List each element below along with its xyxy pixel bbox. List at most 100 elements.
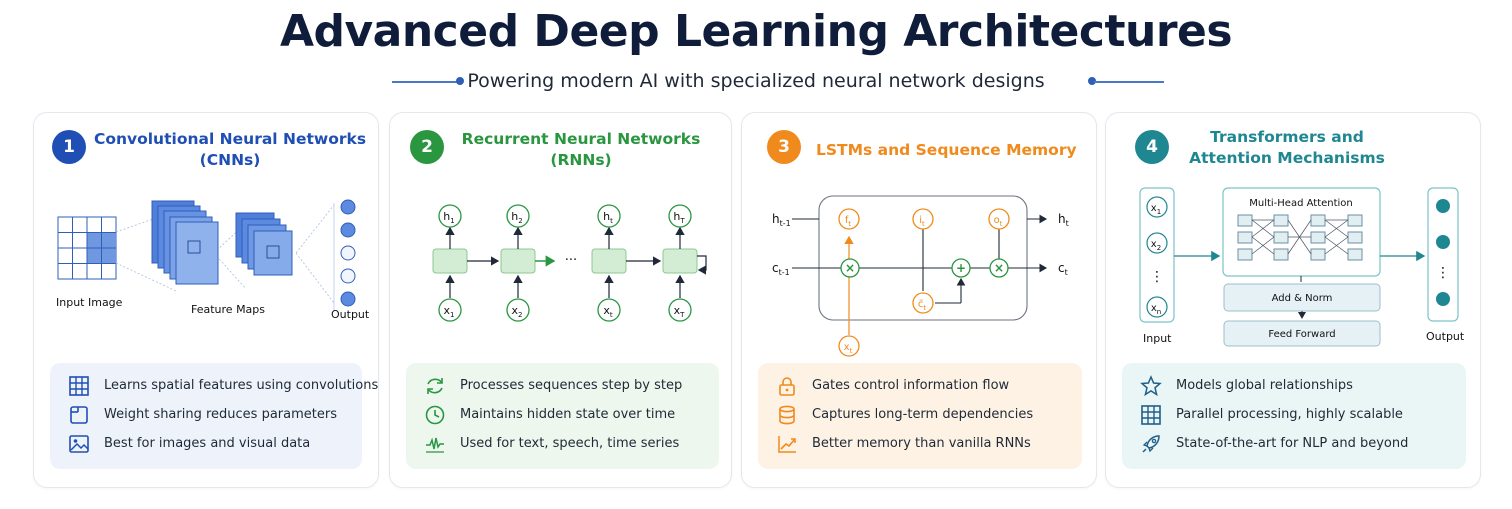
output-label: Output bbox=[331, 308, 370, 321]
output-nodes bbox=[333, 199, 356, 311]
database-icon bbox=[779, 405, 795, 425]
subtitle-left-dot bbox=[456, 77, 464, 85]
input-label-t: xt bbox=[603, 304, 613, 319]
input-image-label: Input Image bbox=[56, 296, 123, 309]
hidden-label-1: h1 bbox=[443, 210, 454, 225]
hidden-label-2: h2 bbox=[511, 210, 522, 225]
input-label: Input bbox=[1143, 332, 1172, 345]
card-title: Convolutional Neural Networks (CNNs) bbox=[93, 130, 367, 169]
svg-text:xt: xt bbox=[844, 342, 853, 355]
hidden-label-t: ht bbox=[603, 210, 613, 225]
svg-text:Multi-Head Attention: Multi-Head Attention bbox=[1249, 198, 1353, 209]
output-gate bbox=[988, 208, 1010, 230]
multiply-op bbox=[840, 258, 860, 278]
input-x-node bbox=[838, 335, 860, 357]
waveform-icon bbox=[426, 437, 444, 453]
lstm-diagram: × + × ft it ot c̃t xt ht-1 ct-1 ht ct bbox=[772, 195, 1069, 357]
svg-text:Add & Norm: Add & Norm bbox=[1272, 293, 1333, 304]
grid-icon bbox=[69, 376, 89, 396]
svg-text:x2: x2 bbox=[1151, 239, 1161, 252]
rocket-icon bbox=[1142, 435, 1160, 453]
page-title: Advanced Deep Learning Architectures bbox=[279, 6, 1233, 57]
feature-list: Learns spatial features using convolutio… bbox=[50, 363, 378, 469]
card-rnn: 2 Recurrent Neural Networks (RNNs) bbox=[389, 112, 732, 488]
feature-map-stack-1 bbox=[151, 200, 219, 285]
svg-text:x1: x1 bbox=[1151, 203, 1161, 216]
svg-text:⋮: ⋮ bbox=[1436, 265, 1450, 281]
rnn-cell bbox=[662, 248, 698, 274]
card-title: LSTMs and Sequence Memory bbox=[816, 141, 1077, 159]
card-transformer: 4 Transformers and Attention Mechanisms … bbox=[1105, 112, 1481, 488]
input-label-T: xT bbox=[674, 304, 686, 319]
hidden-label-T: hT bbox=[673, 210, 685, 225]
output-label: Output bbox=[1426, 330, 1465, 343]
input-token-column bbox=[1139, 187, 1175, 323]
output-token-column bbox=[1427, 187, 1459, 322]
feature-list: Gates control information flow Captures … bbox=[758, 363, 1082, 469]
input-node bbox=[668, 298, 692, 322]
svg-text:ht: ht bbox=[1058, 212, 1069, 228]
star-icon bbox=[1140, 375, 1162, 397]
subtitle-row: Powering modern AI with specialized neur… bbox=[0, 68, 1512, 96]
svg-text:+: + bbox=[956, 261, 966, 275]
subtitle-left-line bbox=[392, 81, 458, 83]
refresh-icon bbox=[427, 378, 443, 394]
input-image-grid bbox=[57, 216, 117, 280]
svg-text:×: × bbox=[994, 261, 1004, 275]
rnn-cell bbox=[432, 248, 468, 274]
hidden-state-node bbox=[506, 204, 530, 228]
input-label-2: x2 bbox=[512, 304, 523, 319]
card-number-badge: 2 bbox=[410, 130, 444, 164]
card-title: Transformers and Attention Mechanisms bbox=[1189, 128, 1385, 167]
ellipsis: ··· bbox=[565, 253, 577, 268]
transformer-diagram: x1 x2 xn ⋮ Multi-Head Attention Add & No… bbox=[1139, 187, 1459, 347]
input-node bbox=[597, 298, 621, 322]
trend-chart-icon bbox=[778, 436, 796, 453]
input-label-1: x1 bbox=[444, 304, 455, 319]
clock-icon bbox=[425, 405, 445, 425]
page-subtitle: Powering modern AI with specialized neur… bbox=[467, 70, 1045, 92]
input-node bbox=[506, 298, 530, 322]
svg-text:it: it bbox=[919, 215, 925, 228]
feature-maps-label: Feature Maps bbox=[191, 303, 266, 316]
candidate-node bbox=[912, 292, 934, 314]
feature-map-stack-2 bbox=[235, 212, 293, 276]
hidden-state-node bbox=[668, 204, 692, 228]
card-title: Recurrent Neural Networks (RNNs) bbox=[461, 130, 701, 169]
svg-text:Feed Forward: Feed Forward bbox=[1268, 329, 1335, 340]
card-number-badge: 1 bbox=[52, 130, 86, 164]
svg-text:×: × bbox=[845, 261, 855, 275]
card-number-badge: 3 bbox=[767, 130, 801, 164]
share-square-icon bbox=[70, 406, 88, 424]
forget-gate bbox=[838, 208, 860, 230]
input-gate bbox=[912, 208, 934, 230]
feature-list: Processes sequences step by step Maintai… bbox=[406, 363, 719, 469]
rnn-cell bbox=[500, 248, 536, 274]
grid-icon bbox=[1141, 405, 1161, 425]
lock-icon bbox=[779, 377, 795, 396]
subtitle-right-line bbox=[1094, 81, 1164, 83]
hidden-state-node bbox=[597, 204, 621, 228]
rnn-diagram: h1 h2 ht hT x1 x2 xt xT ··· bbox=[432, 204, 707, 322]
image-icon bbox=[69, 435, 89, 453]
svg-text:ct-1: ct-1 bbox=[772, 261, 790, 277]
svg-text:ft: ft bbox=[845, 215, 852, 228]
rnn-cell bbox=[591, 248, 627, 274]
feature-list: Models global relationships Parallel pro… bbox=[1122, 363, 1466, 469]
svg-text:c̃t: c̃t bbox=[918, 298, 927, 312]
svg-text:xn: xn bbox=[1151, 303, 1161, 316]
card-cnn: 1 Convolutional Neural Networks (CNNs) bbox=[33, 112, 379, 488]
add-op bbox=[951, 258, 971, 278]
svg-text:ot: ot bbox=[994, 215, 1003, 228]
svg-text:⋮: ⋮ bbox=[1150, 269, 1164, 285]
subtitle-right-dot bbox=[1088, 77, 1096, 85]
input-node bbox=[438, 298, 462, 322]
cnn-diagram bbox=[57, 199, 356, 311]
feed-forward-box bbox=[1223, 320, 1381, 347]
card-number-badge: 4 bbox=[1135, 130, 1169, 164]
hidden-state-node bbox=[438, 204, 462, 228]
svg-text:ht-1: ht-1 bbox=[772, 212, 791, 228]
card-lstm: 3 LSTMs and Sequence Memory bbox=[741, 112, 1097, 488]
multiply-op bbox=[989, 258, 1009, 278]
svg-text:ct: ct bbox=[1058, 261, 1068, 277]
